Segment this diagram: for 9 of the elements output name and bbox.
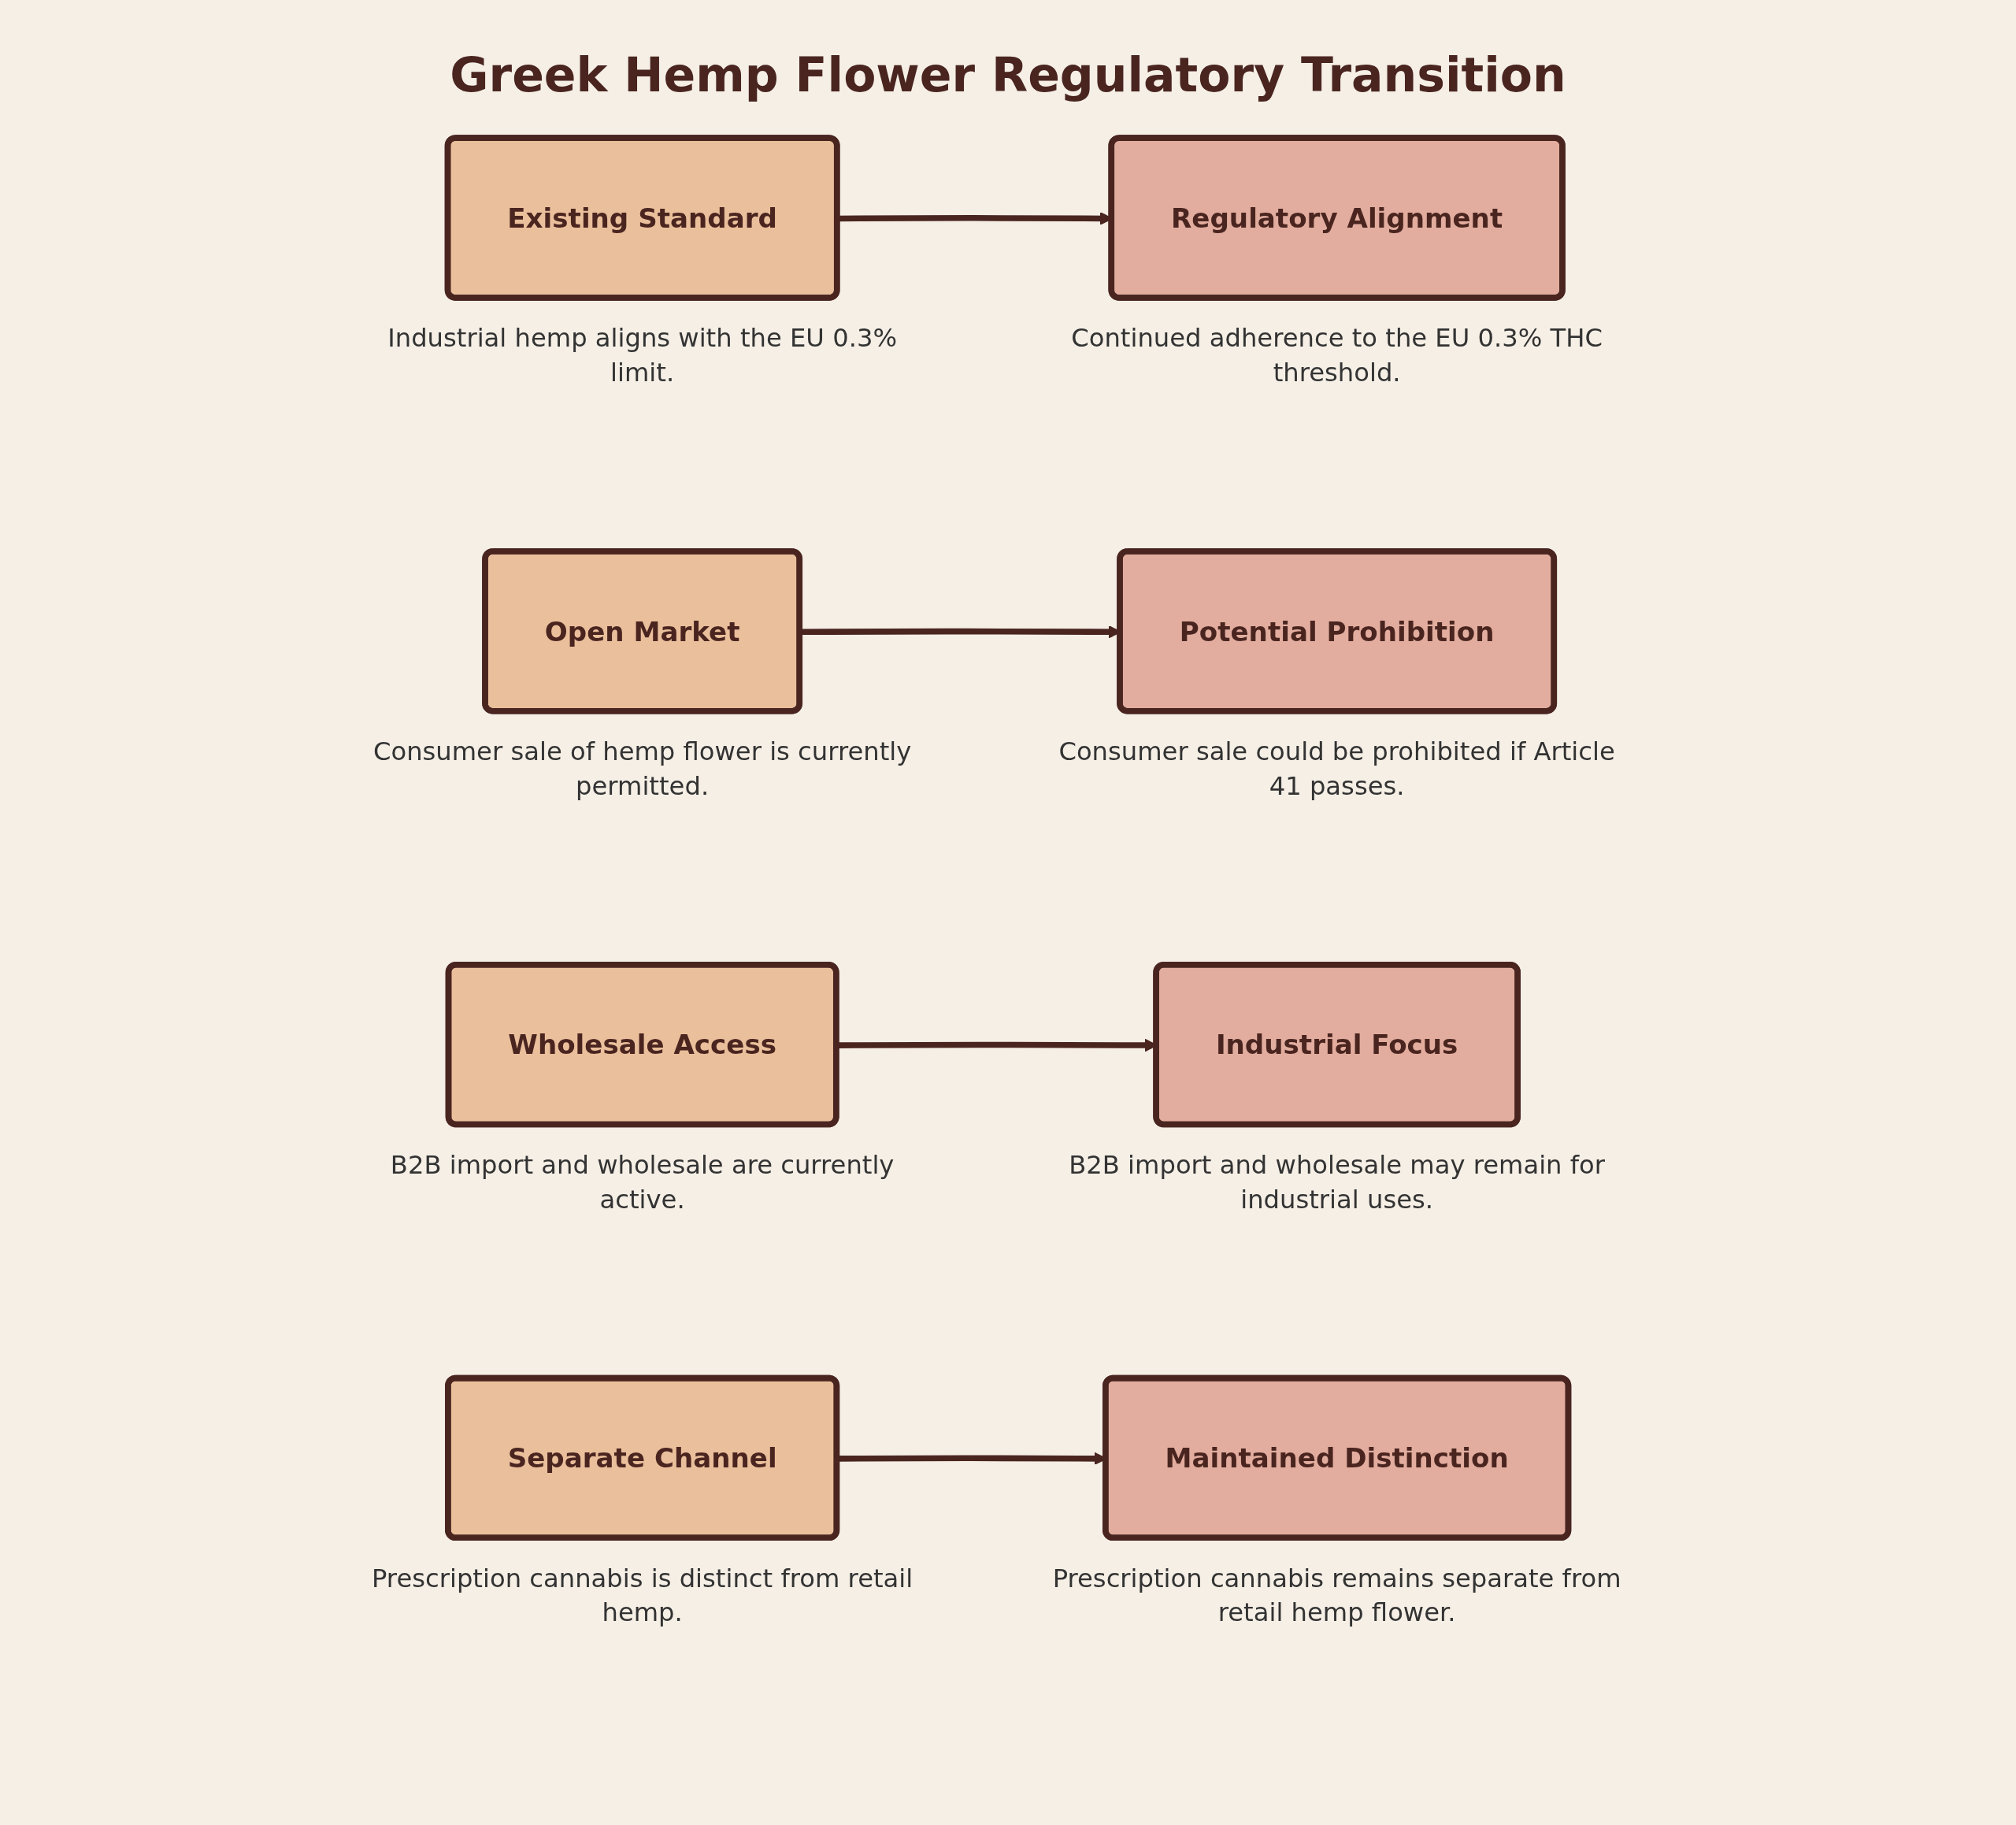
- node-caption: Prescription cannabis is distinct from retail hemp.: [372, 1563, 914, 1627]
- node-caption: B2B import and wholesale are currently active.: [390, 1149, 895, 1215]
- node-caption: Consumer sale of hemp flower is currently permitted.: [372, 736, 912, 801]
- node-caption: Prescription cannabis remains separate from retail hemp flower.: [1052, 1563, 1621, 1627]
- node-caption: B2B import and wholesale may remain for industrial uses.: [1069, 1149, 1606, 1215]
- node-caption: Consumer sale could be prohibited if Article 41 passes.: [1058, 736, 1615, 801]
- node-caption: Continued adherence to the EU 0.3% THC threshold.: [1071, 323, 1603, 388]
- node-caption: Industrial hemp aligns with the EU 0.3% limit.: [387, 323, 897, 388]
- title: Greek Hemp Flower Regulatory Transition: [449, 47, 1567, 102]
